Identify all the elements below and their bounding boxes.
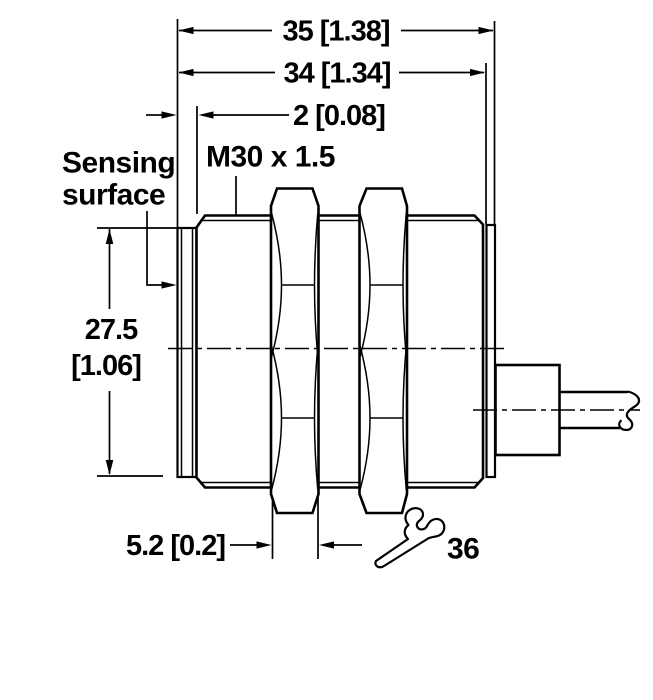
dim-nut-thickness: 5.2 [0.2] [126, 497, 362, 562]
rear-cap [485, 223, 497, 479]
dim-front-cap-length: 2 [0.08] [146, 100, 386, 214]
hex-nut-1 [269, 187, 320, 515]
arrowhead-up-icon [105, 229, 114, 244]
leader-line [146, 211, 162, 286]
hex-nut-2-outline [358, 187, 409, 515]
dim-overall-length: 35 [1.38] [176, 16, 496, 227]
sensing-surface-text-line2: surface [62, 179, 165, 212]
arrowhead-left-icon [178, 26, 194, 35]
arrowhead-right-icon [478, 26, 494, 35]
hex-nut-2 [358, 187, 409, 515]
threaded-barrel [195, 214, 485, 489]
wrench-size-text: 36 [447, 533, 479, 566]
dim-diameter-inch-text: [1.06] [71, 350, 141, 382]
dim-nut-thickness-text: 5.2 [0.2] [126, 530, 225, 562]
sensor-body [176, 214, 497, 489]
wrench-size-callout: 36 [374, 507, 480, 569]
thread-spec-label: M30 x 1.5 [206, 141, 335, 215]
arrowhead-down-icon [105, 460, 114, 475]
sensing-surface-label: Sensing surface [62, 147, 177, 289]
thread-spec-text: M30 x 1.5 [206, 141, 335, 174]
arrowhead-right-icon [256, 541, 272, 549]
dim-barrel-length-text: 34 [1.34] [283, 58, 390, 90]
dim-diameter: 27.5 [1.06] [71, 227, 177, 477]
arrowhead-left-icon [198, 111, 214, 119]
wrench-icon [374, 507, 446, 569]
hex-nut-1-outline [269, 187, 320, 515]
arrowhead-left-icon [319, 541, 334, 549]
cable-break-icon [618, 390, 641, 432]
dim-front-cap-length-text: 2 [0.08] [293, 100, 385, 132]
sensing-surface-text-line1: Sensing [62, 147, 175, 180]
dim-diameter-mm-text: 27.5 [85, 314, 138, 346]
front-sensing-cap [176, 226, 198, 479]
arrowhead-left-icon [178, 68, 194, 77]
dim-barrel-length: 34 [1.34] [178, 58, 487, 224]
arrowhead-right-icon [161, 281, 177, 289]
arrowhead-right-icon [470, 68, 485, 77]
arrowhead-right-icon [161, 111, 177, 119]
dim-overall-length-text: 35 [1.38] [282, 16, 389, 48]
